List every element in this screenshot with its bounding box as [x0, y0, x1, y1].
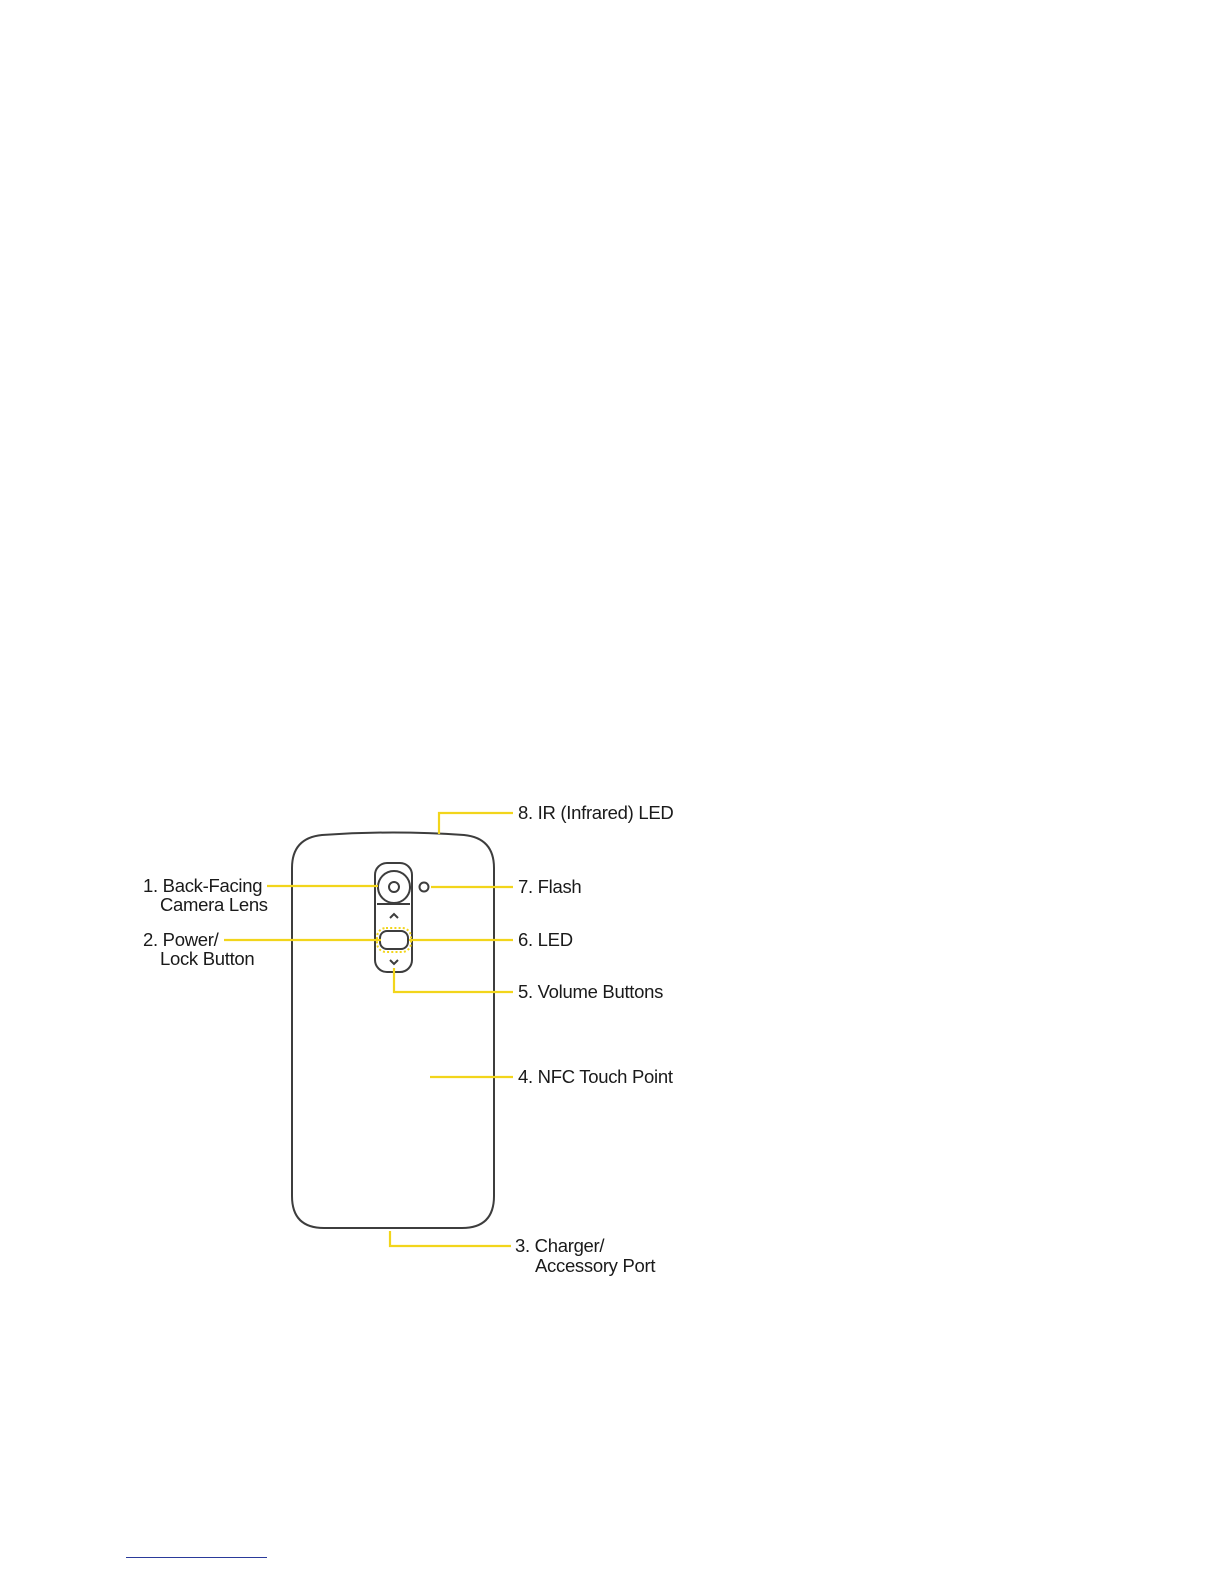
leader-volume-buttons [394, 968, 513, 992]
callout-back-facing-camera-lens: 1. Back-Facing Camera Lens [143, 875, 268, 915]
camera-lens-outer-ring [378, 871, 410, 903]
camera-lens-inner-ring [389, 882, 399, 892]
callout-flash: 7. Flash [518, 876, 581, 897]
callout-ir-infrared-led: 8. IR (Infrared) LED [518, 802, 673, 823]
callout-power-lock-button: 2. Power/ Lock Button [143, 929, 254, 969]
callout-nfc-touch-point: 4. NFC Touch Point [518, 1066, 673, 1087]
callout-labels: 1. Back-Facing Camera Lens 2. Power/ Loc… [143, 802, 673, 1276]
power-lock-button-shape [380, 931, 408, 949]
volume-down-chevron-icon [390, 960, 398, 964]
callout-led: 6. LED [518, 929, 573, 950]
footnote-separator-rule [126, 1557, 267, 1558]
callout-volume-buttons: 5. Volume Buttons [518, 981, 663, 1002]
phone-body [292, 833, 494, 1229]
volume-up-chevron-icon [390, 914, 398, 918]
leader-ir-infrared-led [439, 813, 513, 834]
flash-shape [420, 883, 429, 892]
leader-charger-accessory-port [390, 1231, 511, 1246]
callout-charger-accessory-port: 3. Charger/ Accessory Port [515, 1235, 655, 1276]
leader-lines [224, 813, 513, 1246]
